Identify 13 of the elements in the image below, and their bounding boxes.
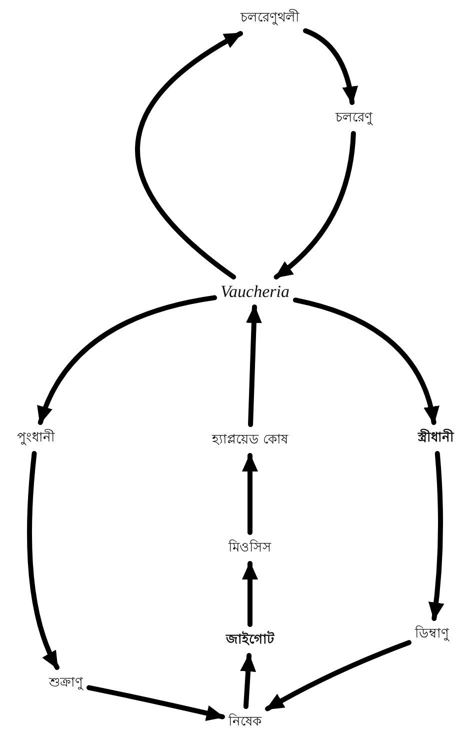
- arrow: [135, 31, 244, 280]
- arrow: [246, 304, 262, 427]
- arrow: [38, 295, 218, 425]
- arrow: [240, 653, 256, 709]
- arrow: [292, 298, 439, 425]
- arrow: [303, 28, 358, 105]
- arrow: [428, 451, 444, 621]
- arrow: [265, 640, 412, 712]
- arrow: [86, 685, 225, 721]
- arrow: [242, 453, 258, 535]
- arrow: [27, 451, 60, 670]
- arrow: [274, 131, 356, 280]
- arrow: [242, 561, 258, 627]
